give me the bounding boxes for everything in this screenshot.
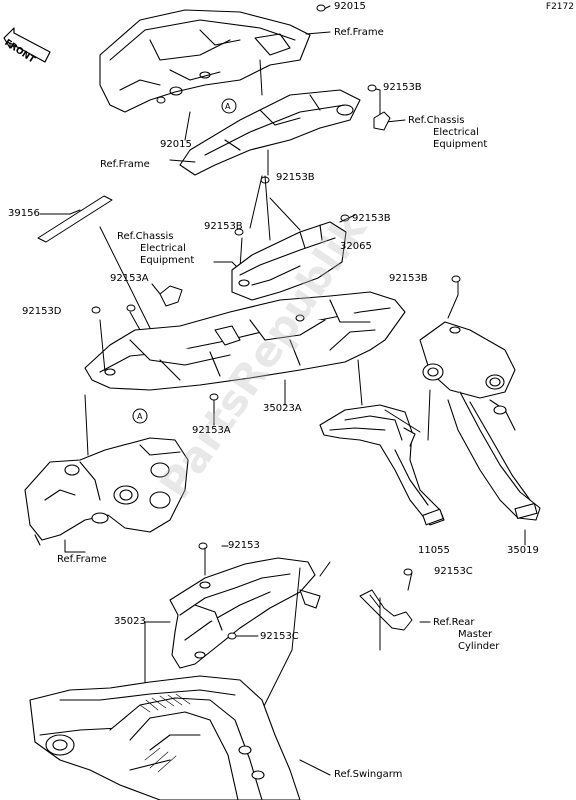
small-bracket-part (159, 285, 183, 307)
part-number-35023a: 35023A (263, 403, 302, 414)
tail-bracket-part (319, 404, 445, 526)
part-number-92015-top: 92015 (334, 1, 366, 12)
rear-fender-part (169, 557, 321, 669)
ref-chassis-left-line1: Ref.Chassis (117, 231, 174, 242)
part-number-39156: 39156 (8, 208, 40, 219)
reservoir-clip-part (359, 589, 413, 631)
ref-frame-top: Ref.Frame (334, 27, 384, 38)
main-frame-lower-part (24, 437, 189, 546)
ref-rear-line3: Cylinder (458, 641, 500, 652)
part-number-35019: 35019 (507, 545, 539, 556)
part-number-92153b-1: 92153B (383, 82, 422, 93)
ref-chassis-right-line1: Ref.Chassis (408, 115, 465, 126)
rear-frame-part (179, 89, 361, 176)
figure-code: F2172 (545, 2, 574, 12)
part-number-92015-left: 92015 (160, 139, 192, 150)
part-number-92153a-2: 92153A (192, 425, 231, 436)
part-number-92153b-2: 92153B (276, 172, 315, 183)
ref-frame-mid: Ref.Frame (100, 159, 150, 170)
front-arrow-icon (3, 27, 51, 63)
ref-chassis-right-line2: Electrical (433, 127, 479, 138)
label-plate-part (37, 195, 113, 243)
ref-chassis-left-line3: Equipment (140, 255, 195, 266)
battery-tray-part (231, 221, 347, 301)
part-number-92153d: 92153D (22, 306, 62, 317)
ref-frame-bottom: Ref.Frame (57, 554, 107, 565)
ref-rear-line2: Master (458, 629, 493, 640)
ref-swingarm: Ref.Swingarm (334, 769, 403, 780)
part-number-92153a-1: 92153A (110, 273, 149, 284)
callout-a-upper-label: A (225, 102, 231, 111)
swingarm-part (29, 675, 301, 800)
part-number-92153b-3: 92153B (204, 221, 243, 232)
bolt-icon (198, 542, 413, 640)
part-number-92153b-5: 92153B (389, 273, 428, 284)
part-number-92153c-1: 92153C (434, 566, 473, 577)
hatching (139, 693, 191, 773)
clip-part (373, 111, 391, 131)
callout-a-lower-label: A (137, 412, 143, 421)
ref-chassis-left-line2: Electrical (140, 243, 186, 254)
rear-fender-inner-part (84, 291, 406, 391)
part-number-92153c-2: 92153C (260, 631, 299, 642)
part-number-35023: 35023 (114, 616, 146, 627)
callout-a-lower (132, 408, 148, 424)
part-number-92153b-4: 92153B (352, 213, 391, 224)
ref-rear-line1: Ref.Rear (433, 617, 475, 628)
callout-a-upper (221, 98, 237, 114)
part-number-92153: 92153 (228, 540, 260, 551)
part-number-32065: 32065 (340, 241, 372, 252)
tail-light-bracket-part (419, 321, 541, 521)
upper-subframe-part (99, 9, 311, 113)
ref-chassis-right-line3: Equipment (433, 139, 488, 150)
part-number-11055: 11055 (418, 545, 450, 556)
